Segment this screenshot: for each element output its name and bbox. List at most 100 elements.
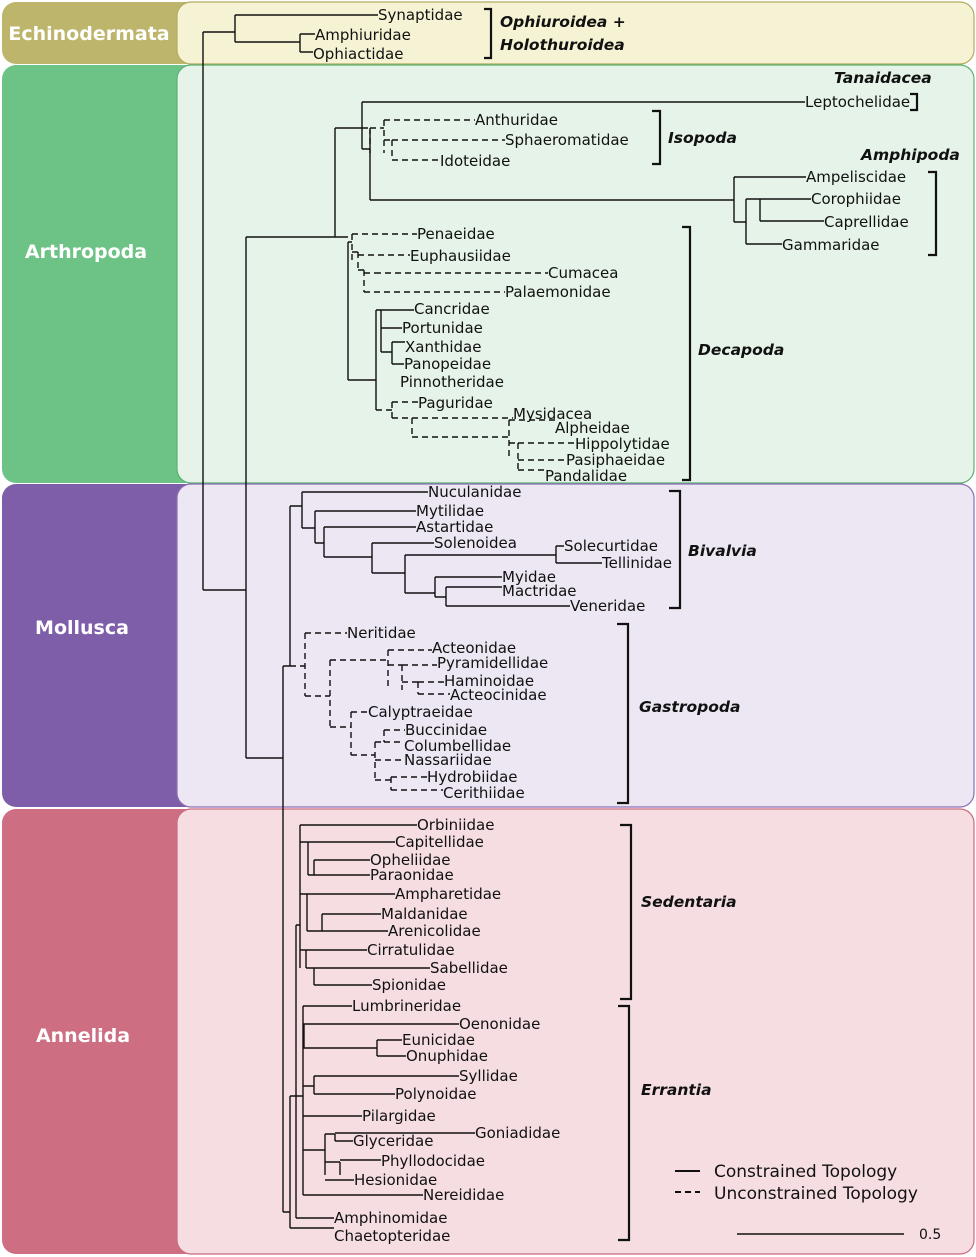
- clade-label-amphipoda: Amphipoda: [860, 146, 960, 164]
- decapoda-bracket: [682, 225, 692, 482]
- annelida-panel: [176, 808, 975, 1255]
- clade-label-gastropoda: Gastropoda: [639, 698, 740, 716]
- taxon-label: Amphiuridae: [315, 26, 411, 44]
- mollusca-tab: [2, 484, 217, 807]
- echinodermata-panel: [176, 1, 975, 65]
- amphipoda-branches: [733, 176, 824, 245]
- taxon-label: Hydrobiidae: [427, 768, 518, 786]
- taxon-label: Sphaeromatidae: [505, 131, 629, 149]
- taxon-label: Ophiactidae: [313, 45, 403, 63]
- taxon-label: Neritidae: [347, 624, 416, 642]
- taxon-label: Pilargidae: [362, 1107, 436, 1125]
- taxon-label: Myidae: [502, 568, 556, 586]
- annelida-tab: [2, 809, 217, 1254]
- brachyura-branches: [375, 309, 414, 410]
- clade-brackets: [484, 7, 938, 1242]
- taxon-label: Spionidae: [372, 976, 446, 994]
- decapoda-dashed: [348, 233, 575, 471]
- heterodont-branches: [404, 545, 602, 607]
- root-branch: [202, 31, 246, 591]
- clade-label-sedentaria: Sedentaria: [641, 893, 737, 911]
- amphipoda-bracket: [928, 170, 938, 257]
- clade-label-ophiuroidea: Ophiuroidea +: [500, 13, 626, 31]
- phylum-label-echinodermata: Echinodermata: [8, 23, 169, 45]
- taxon-label: Acteocinidae: [450, 686, 547, 704]
- phylum-label-annelida: Annelida: [36, 1025, 130, 1047]
- taxon-label: Glyceridae: [353, 1132, 433, 1150]
- taxon-label: Cancridae: [414, 300, 490, 318]
- taxon-label: Goniadidae: [475, 1124, 560, 1142]
- taxon-label: Arenicolidae: [388, 922, 481, 940]
- taxon-label: Palaemonidae: [505, 283, 611, 301]
- taxon-label: Anthuridae: [475, 111, 558, 129]
- echinodermata-tab: [2, 2, 217, 64]
- taxon-label: Synaptidae: [378, 6, 463, 24]
- taxon-label: Oenonidae: [459, 1015, 540, 1033]
- taxon-label: Haminoidae: [444, 672, 534, 690]
- taxon-label: Ampeliscidae: [806, 168, 906, 186]
- gastropoda-bracket: [617, 622, 630, 805]
- taxon-label: Eunicidae: [402, 1031, 475, 1049]
- taxon-label: Maldanidae: [381, 905, 468, 923]
- clade-label-decapoda: Decapoda: [698, 341, 784, 359]
- legend-unconstrained-label: Unconstrained Topology: [714, 1184, 918, 1204]
- clade-label-holothuroidea: Holothuroidea: [500, 36, 625, 54]
- peracarid-branches: [361, 101, 805, 201]
- taxon-label: Alpheidae: [555, 419, 630, 437]
- taxon-label: Paguridae: [418, 394, 493, 412]
- taxon-label: Panopeidae: [404, 355, 491, 373]
- taxon-label: Caprellidae: [824, 213, 909, 231]
- taxon-label: Solecurtidae: [564, 537, 658, 555]
- taxon-label: Orbiniidae: [417, 816, 494, 834]
- taxon-label: Syllidae: [459, 1067, 518, 1085]
- tanaidacea-bracket: [910, 92, 919, 112]
- taxon-label: Portunidae: [402, 319, 483, 337]
- errantia-branches: [296, 1005, 475, 1196]
- taxon-label: Pinnotheridae: [400, 373, 504, 391]
- taxon-label: Mytilidae: [416, 502, 484, 520]
- taxon-label: Paraonidae: [370, 866, 454, 884]
- clade-label-tanaidacea: Tanaidacea: [834, 69, 932, 87]
- taxon-label: Sabellidae: [430, 959, 508, 977]
- taxon-label: Columbellidae: [404, 737, 511, 755]
- sedentaria-branches: [296, 824, 430, 986]
- taxon-label: Hesionidae: [354, 1171, 437, 1189]
- taxon-label: Chaetopteridae: [334, 1227, 450, 1245]
- taxon-label: Acteonidae: [432, 639, 516, 657]
- taxon-label: Xanthidae: [405, 338, 481, 356]
- legend-constrained-label: Constrained Topology: [714, 1162, 897, 1182]
- unconstrained-branches: [290, 119, 575, 791]
- taxon-label: Phyllodocidae: [381, 1152, 485, 1170]
- taxon-label: Cerithiidae: [443, 784, 525, 802]
- taxon-label: Cirratulidae: [367, 941, 455, 959]
- taxon-label: Capitellidae: [395, 833, 484, 851]
- arthropoda-tab: [2, 65, 217, 483]
- legend: Constrained Topology Unconstrained Topol…: [675, 1162, 941, 1243]
- taxon-label: Idoteidae: [440, 152, 510, 170]
- taxon-label: Pasiphaeidae: [566, 451, 665, 469]
- mollusca-root: [289, 505, 302, 666]
- taxon-label: Astartidae: [416, 518, 493, 536]
- annelida-root: [289, 925, 334, 1229]
- clade-label-bivalvia: Bivalvia: [688, 542, 757, 560]
- errantia-bracket: [618, 1004, 631, 1242]
- decapoda-backbone: [347, 242, 376, 381]
- taxon-label: Corophiidae: [811, 190, 901, 208]
- isopoda-bracket: [652, 109, 662, 166]
- phylum-label-arthropoda: Arthropoda: [25, 241, 147, 263]
- taxon-label: Solenoidea: [434, 534, 517, 552]
- taxon-label: Nassariidae: [404, 751, 492, 769]
- scale-bar-label: 0.5: [919, 1227, 941, 1243]
- taxon-label: Polynoidae: [395, 1085, 477, 1103]
- taxon-label: Onuphidae: [406, 1047, 488, 1065]
- arthropoda-root-branch: [245, 236, 335, 759]
- taxon-label: Euphausiidae: [410, 247, 511, 265]
- taxon-labels: Synaptidae Amphiuridae Ophiactidae Lepto…: [313, 6, 910, 1245]
- taxon-label: Mactridae: [502, 582, 577, 600]
- taxon-label: Veneridae: [570, 597, 645, 615]
- taxon-label: Calyptraeidae: [368, 703, 473, 721]
- taxon-label: Ampharetidae: [395, 885, 501, 903]
- taxon-label: Nuculanidae: [428, 483, 521, 501]
- taxon-label: Pyramidellidae: [437, 654, 548, 672]
